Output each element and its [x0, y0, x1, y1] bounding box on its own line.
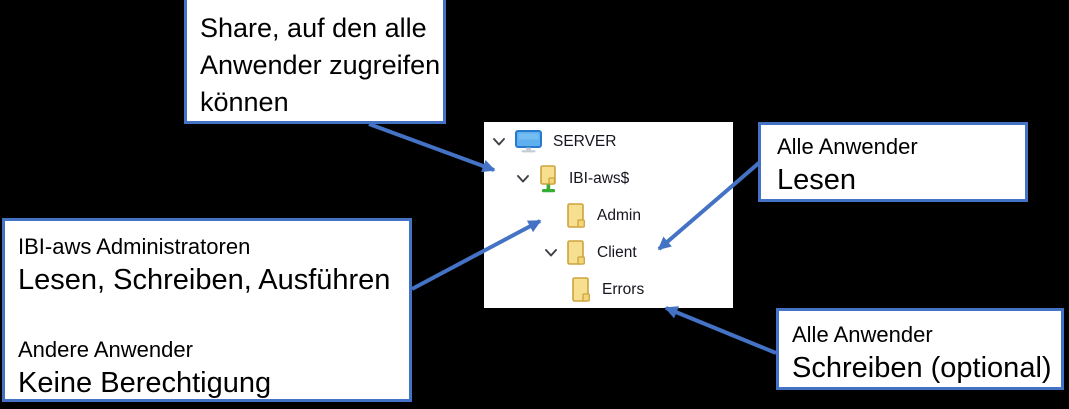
callout-client-permissions: Alle Anwender Lesen [758, 122, 1028, 202]
admin-group-title: IBI-aws Administratoren [18, 234, 251, 259]
callout-share-note: Share, auf den alle Anwender zugreifen k… [184, 0, 446, 124]
client-permission-value: Lesen [777, 164, 857, 196]
tree-row-client[interactable]: Client [484, 234, 733, 271]
client-permission-title: Alle Anwender [777, 134, 918, 159]
tree-row-ibi-aws-share[interactable]: IBI-aws$ [484, 160, 733, 197]
arrow-share-to-ibi-aws [368, 122, 496, 173]
chevron-down-icon[interactable] [492, 137, 506, 147]
callout-share-line: können [200, 87, 289, 117]
admin-group-permission: Lesen, Schreiben, Ausführen [18, 264, 391, 296]
folder-icon [567, 239, 586, 266]
other-users-title: Andere Anwender [18, 337, 193, 362]
computer-icon [515, 130, 542, 153]
shared-folder-icon [539, 164, 558, 193]
folder-icon [567, 202, 586, 229]
tree-row-server[interactable]: SERVER [484, 123, 733, 160]
chevron-down-icon[interactable] [516, 174, 530, 184]
callout-share-line: Anwender zugreifen [200, 50, 441, 80]
tree-label-ibi-aws-share[interactable]: IBI-aws$ [569, 169, 630, 187]
explorer-tree-panel: SERVER IBI-aws$ [484, 122, 733, 308]
folder-icon [572, 276, 591, 303]
chevron-down-icon[interactable] [544, 248, 558, 258]
errors-permission-value: Schreiben (optional) [792, 352, 1052, 384]
tree-label-errors[interactable]: Errors [602, 280, 645, 298]
tree-row-errors[interactable]: Errors [484, 271, 733, 308]
arrow-write-to-errors-folder [664, 306, 777, 355]
other-users-permission: Keine Berechtigung [18, 367, 272, 399]
tree-label-client[interactable]: Client [597, 243, 637, 261]
callout-share-line: Share, auf den alle [200, 13, 427, 43]
tree-label-admin[interactable]: Admin [597, 206, 641, 224]
errors-permission-title: Alle Anwender [792, 322, 933, 347]
callout-errors-permissions: Alle Anwender Schreiben (optional) [776, 308, 1064, 390]
callout-admin-permissions: IBI-aws Administratoren Lesen, Schreiben… [2, 218, 412, 402]
tree-row-admin[interactable]: Admin [484, 197, 733, 234]
tree-label-server[interactable]: SERVER [553, 132, 617, 150]
